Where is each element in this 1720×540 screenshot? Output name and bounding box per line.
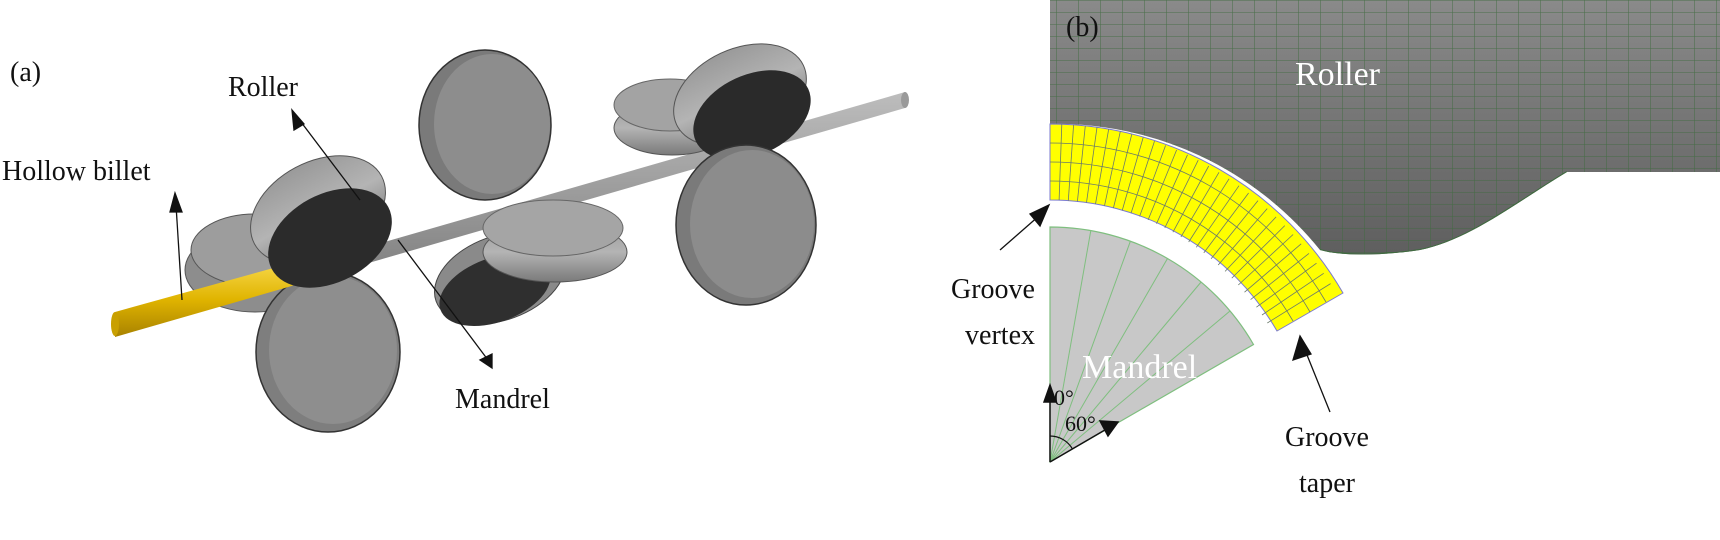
roller-middle-top bbox=[418, 49, 552, 201]
panel-a: (a) Roller Hollow billet Mandrel bbox=[2, 43, 909, 433]
panel-b-tag: (b) bbox=[1066, 12, 1099, 43]
billet-arrow-head bbox=[169, 190, 183, 213]
label-mandrel-a: Mandrel bbox=[455, 384, 550, 415]
label-angle-60: 60° bbox=[1065, 411, 1096, 436]
sixty-degree-arrow-head bbox=[1098, 420, 1120, 438]
billet-arrow bbox=[175, 204, 183, 301]
panel-b: (b) Roller Mandrel Groove vertex Groove … bbox=[951, 0, 1720, 499]
groove-vertex-arrow bbox=[999, 214, 1041, 251]
angle-arc bbox=[1049, 435, 1074, 450]
label-groove-taper-2: taper bbox=[1299, 468, 1356, 499]
label-roller-a: Roller bbox=[228, 72, 299, 103]
hollow-billet bbox=[111, 262, 302, 337]
annotation-arrows-a bbox=[169, 108, 493, 370]
roller-arrow bbox=[297, 117, 361, 201]
zero-degree-arrow-head bbox=[1042, 382, 1058, 403]
angle-annotation bbox=[1042, 382, 1120, 463]
groove-taper-arrow-head bbox=[1292, 334, 1312, 362]
roller-lower-left bbox=[255, 271, 401, 433]
roller-right-bottom bbox=[675, 144, 817, 306]
groove-taper-arrow bbox=[1304, 349, 1331, 413]
roller-middle-stack bbox=[482, 199, 628, 283]
roller-arrow-head bbox=[291, 108, 305, 132]
label-mandrel-b: Mandrel bbox=[1082, 349, 1197, 386]
mandrel-sector bbox=[1049, 226, 1255, 464]
label-hollow-billet: Hollow billet bbox=[2, 156, 151, 187]
label-angle-0: 0° bbox=[1054, 385, 1074, 410]
label-groove-taper-1: Groove bbox=[1285, 422, 1369, 453]
roller-upper-left bbox=[250, 155, 392, 288]
mandrel-arrow-head bbox=[478, 352, 493, 370]
billet-mesh bbox=[1049, 123, 1344, 332]
label-roller-b: Roller bbox=[1295, 56, 1381, 93]
annotation-arrows-b bbox=[999, 203, 1331, 413]
label-groove-vertex-1: Groove bbox=[951, 274, 1035, 305]
groove-vertex-arrow-head bbox=[1028, 203, 1051, 228]
label-groove-vertex-2: vertex bbox=[965, 320, 1035, 351]
panel-a-tag: (a) bbox=[10, 57, 41, 88]
mandrel-arrow bbox=[397, 239, 489, 361]
sixty-degree-axis bbox=[1049, 426, 1111, 463]
roller-mesh bbox=[1050, 0, 1720, 255]
roller-right-top bbox=[673, 43, 811, 160]
